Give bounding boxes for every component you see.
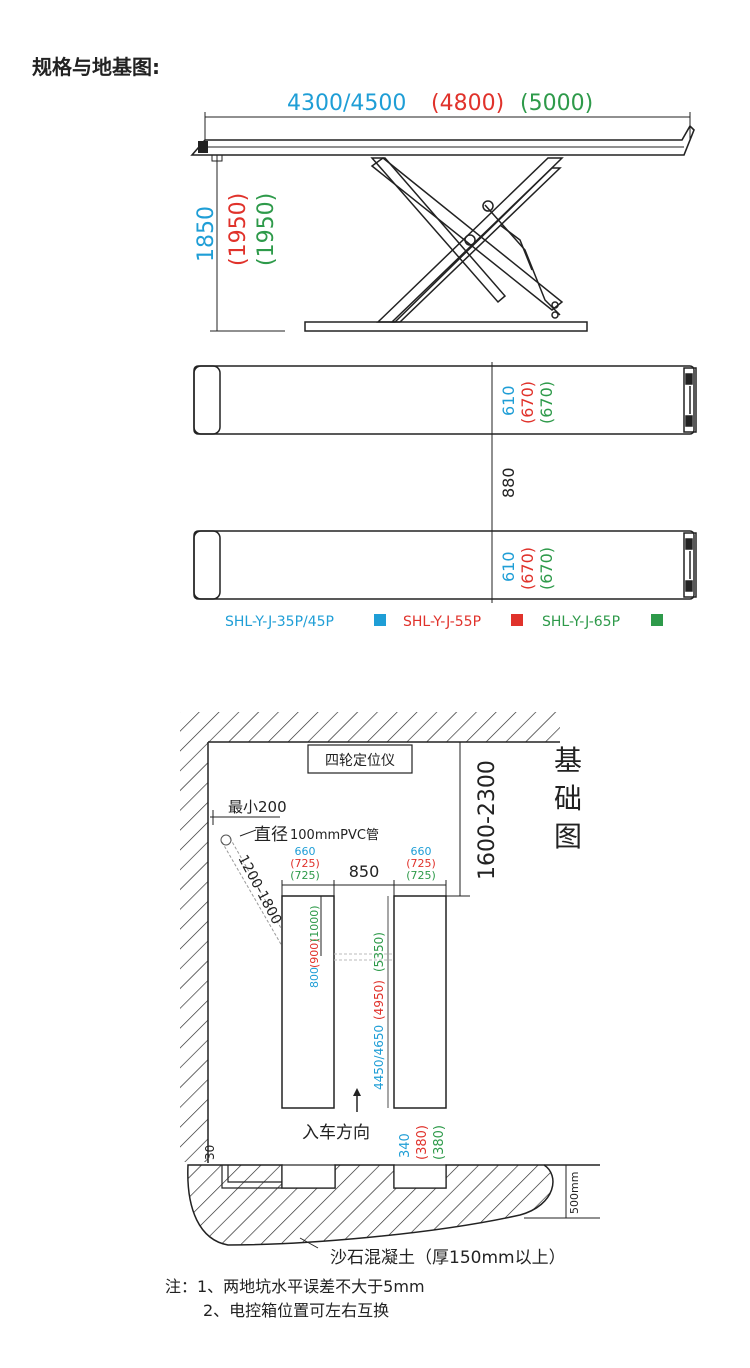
pit-length-green: (5350) — [372, 932, 386, 972]
section-title: 规格与地基图: — [32, 55, 160, 79]
conduit-dim-blue: 800 — [308, 967, 321, 988]
height-label-green: (1950) — [254, 193, 279, 266]
platform-bottom-green: (670) — [537, 547, 556, 590]
pit-length-blue: 4450/4650 — [372, 1025, 386, 1090]
conduit-dim-green: (1000) — [308, 905, 321, 942]
height-label-red: (1950) — [226, 193, 251, 266]
legend-swatch-3 — [651, 614, 663, 626]
entry-direction-label: 入车方向 — [302, 1123, 370, 1143]
slab-section — [187, 1164, 554, 1246]
angle-range-label: 1200-1800 — [234, 852, 284, 927]
aligner-box — [307, 744, 413, 774]
height-label-blue: 1850 — [194, 206, 219, 262]
pvc-pipe — [220, 829, 291, 947]
platform-top-green: (670) — [537, 381, 556, 424]
pit-gap-label: 850 — [349, 862, 380, 881]
legend-model-3: SHL-Y-J-65P — [542, 614, 620, 630]
pit-right-width-blue: 660 — [411, 845, 432, 858]
pit-depth-red: (380) — [415, 1125, 430, 1160]
pit-left — [281, 895, 335, 1109]
platform-top-red: (670) — [518, 381, 537, 424]
model-legend: SHL-Y-J-35P/45P SHL-Y-J-55P SHL-Y-J-65P — [225, 614, 663, 630]
foundation-diagram: 四轮定位仪 基 础 图 1600-2300 最小200 直径 100mmPVC管… — [180, 712, 600, 1268]
legend-swatch-1 — [374, 614, 386, 626]
pit-length-red: (4950) — [372, 980, 386, 1020]
foundation-title-1: 基 — [554, 744, 582, 777]
concrete-label: 沙石混凝土（厚150mm以上） — [330, 1248, 566, 1268]
legend-model-2: SHL-Y-J-55P — [403, 614, 481, 630]
pit-left-width-blue: 660 — [295, 845, 316, 858]
top-distance: 1600-2300 — [475, 760, 500, 880]
platform-deck — [190, 124, 695, 156]
note-1: 注：1、两地坑水平误差不大于5mm — [165, 1277, 425, 1296]
pit-depth-green: (380) — [432, 1125, 447, 1160]
foundation-title-3: 图 — [554, 820, 582, 853]
pit-right-width-green: (725) — [406, 869, 436, 882]
platform-top-blue: 610 — [499, 385, 518, 416]
pvc-label-b: 100mmPVC管 — [290, 828, 379, 843]
left-wall-hatch — [180, 742, 208, 1162]
entry-arrow-icon — [353, 1088, 361, 1112]
pit-right-width-red: (725) — [406, 857, 436, 870]
platform-bottom-red: (670) — [518, 547, 537, 590]
width-label-green: (5000) — [520, 91, 593, 116]
note-2: 2、电控箱位置可左右互换 — [203, 1301, 389, 1320]
pit-left-width-green: (725) — [290, 869, 320, 882]
side-elevation: 4300/4500 (4800) (5000) 1850 (1950) (195… — [190, 91, 695, 332]
top-wall-hatch — [180, 712, 560, 742]
legend-swatch-2 — [511, 614, 523, 626]
gap-label: 880 — [499, 467, 518, 498]
wall-dim-label: 30 — [203, 1145, 217, 1160]
platform-lower — [193, 530, 697, 600]
legend-model-1: SHL-Y-J-35P/45P — [225, 614, 334, 630]
top-plan: 610 (670) (670) 880 610 (670) (670) — [193, 362, 697, 603]
min-200-label: 最小200 — [228, 798, 287, 816]
aligner-box-label: 四轮定位仪 — [325, 753, 395, 769]
platform-upper — [193, 365, 697, 435]
pit-depth-blue: 340 — [398, 1133, 413, 1158]
pvc-label-a: 直径 — [254, 825, 288, 845]
lift-base — [304, 321, 588, 332]
platform-bottom-blue: 610 — [499, 551, 518, 582]
scissor-arms — [370, 157, 564, 323]
pit-right — [393, 895, 447, 1109]
slab-depth-label: 500mm — [568, 1172, 581, 1214]
foundation-title-2: 础 — [554, 782, 582, 815]
conduit-dim-red: (900) — [308, 938, 321, 968]
pit-left-width-red: (725) — [290, 857, 320, 870]
width-label-blue: 4300/4500 — [287, 91, 406, 116]
width-label-red: (4800) — [431, 91, 504, 116]
